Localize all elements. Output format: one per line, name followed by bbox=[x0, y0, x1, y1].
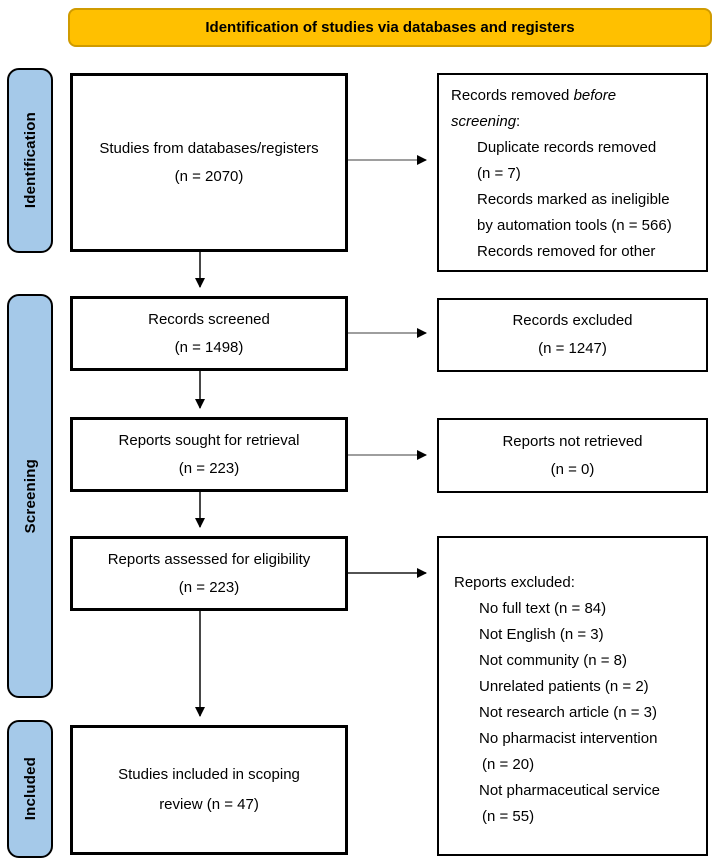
text-line: (n = 20) bbox=[482, 756, 535, 773]
records-removed-heading-line2: screening: bbox=[451, 109, 698, 135]
box-reports-excluded: Reports excluded: No full text (n = 84)N… bbox=[437, 536, 708, 856]
phase-screening: Screening bbox=[7, 294, 53, 698]
reports-excluded-items: No full text (n = 84) Not English (n = 3)… bbox=[454, 596, 700, 830]
box-reports-assessed: Reports assessed for eligibility (n = 223… bbox=[70, 536, 348, 611]
text-line: (n = 223) bbox=[178, 459, 240, 477]
text-line: (n = 1498) bbox=[174, 338, 244, 356]
text-line: Not pharmaceutical service bbox=[479, 782, 660, 799]
box-records-screened: Records screened (n = 1498) bbox=[70, 296, 348, 371]
reports-excluded-heading: Reports excluded: bbox=[454, 574, 575, 591]
heading-suffix: : bbox=[516, 113, 521, 130]
diagram-title-banner: Identification of studies via databases … bbox=[68, 8, 712, 47]
text-line: No pharmacist intervention bbox=[479, 730, 658, 747]
text-line: Reports not retrieved bbox=[502, 432, 643, 450]
text-line: review (n = 47) bbox=[159, 796, 259, 813]
box-studies-included: Studies included in scoping review (n = 4… bbox=[70, 725, 348, 855]
text-line: (n = 223) bbox=[178, 578, 240, 596]
text-line: Reports sought for retrieval bbox=[118, 431, 300, 449]
box-records-excluded: Records excluded (n = 1247) bbox=[437, 298, 708, 372]
phase-identification-label: Identification bbox=[21, 112, 39, 209]
phase-screening-label: Screening bbox=[21, 458, 39, 534]
text-line: No full text (n = 84) bbox=[479, 600, 607, 617]
text-line: Records removed for other bbox=[477, 243, 656, 260]
diagram-title: Identification of studies via databases … bbox=[205, 19, 575, 36]
phase-identification: Identification bbox=[7, 68, 53, 253]
box-records-removed: Records removed before screening: Duplic… bbox=[437, 73, 708, 272]
text-line: Duplicate records removed bbox=[477, 139, 657, 156]
text-line: Records marked as ineligible bbox=[477, 191, 670, 208]
records-removed-items: Duplicate records removed (n = 7) Records … bbox=[451, 135, 698, 265]
text-line: Not English (n = 3) bbox=[479, 626, 604, 643]
heading-italic-text: before bbox=[573, 87, 617, 104]
phase-included: Included bbox=[7, 720, 53, 858]
heading-italic-text: screening bbox=[451, 113, 517, 130]
heading-normal-text: Records removed bbox=[451, 87, 574, 104]
text-line: (n = 2070) bbox=[174, 167, 244, 185]
text-line: (n = 7) bbox=[477, 165, 521, 182]
text-line: (n = 55) bbox=[482, 808, 535, 825]
text-line: Records excluded bbox=[512, 312, 633, 329]
box-reports-sought: Reports sought for retrieval (n = 223) bbox=[70, 417, 348, 492]
text-line: (n = 1247) bbox=[538, 340, 607, 357]
text-line: Not community (n = 8) bbox=[479, 652, 627, 669]
text-line: Unrelated patients (n = 2) bbox=[479, 678, 649, 695]
text-line: Studies from databases/registers bbox=[99, 139, 319, 157]
phase-included-label: Included bbox=[21, 757, 39, 821]
text-line: by automation tools (n = 566) bbox=[477, 217, 672, 234]
box-studies-from-databases: Studies from databases/registers (n = 207… bbox=[70, 73, 348, 252]
text-line: Records screened bbox=[148, 310, 270, 328]
text-line: (n = 0) bbox=[550, 460, 595, 478]
text-line: Not research article (n = 3) bbox=[479, 704, 657, 721]
text-line: Reports assessed for eligibility bbox=[107, 550, 311, 568]
box-reports-not-retrieved: Reports not retrieved (n = 0) bbox=[437, 418, 708, 493]
records-removed-heading-line1: Records removed before bbox=[451, 83, 698, 109]
text-line: Studies included in scoping bbox=[118, 766, 300, 783]
